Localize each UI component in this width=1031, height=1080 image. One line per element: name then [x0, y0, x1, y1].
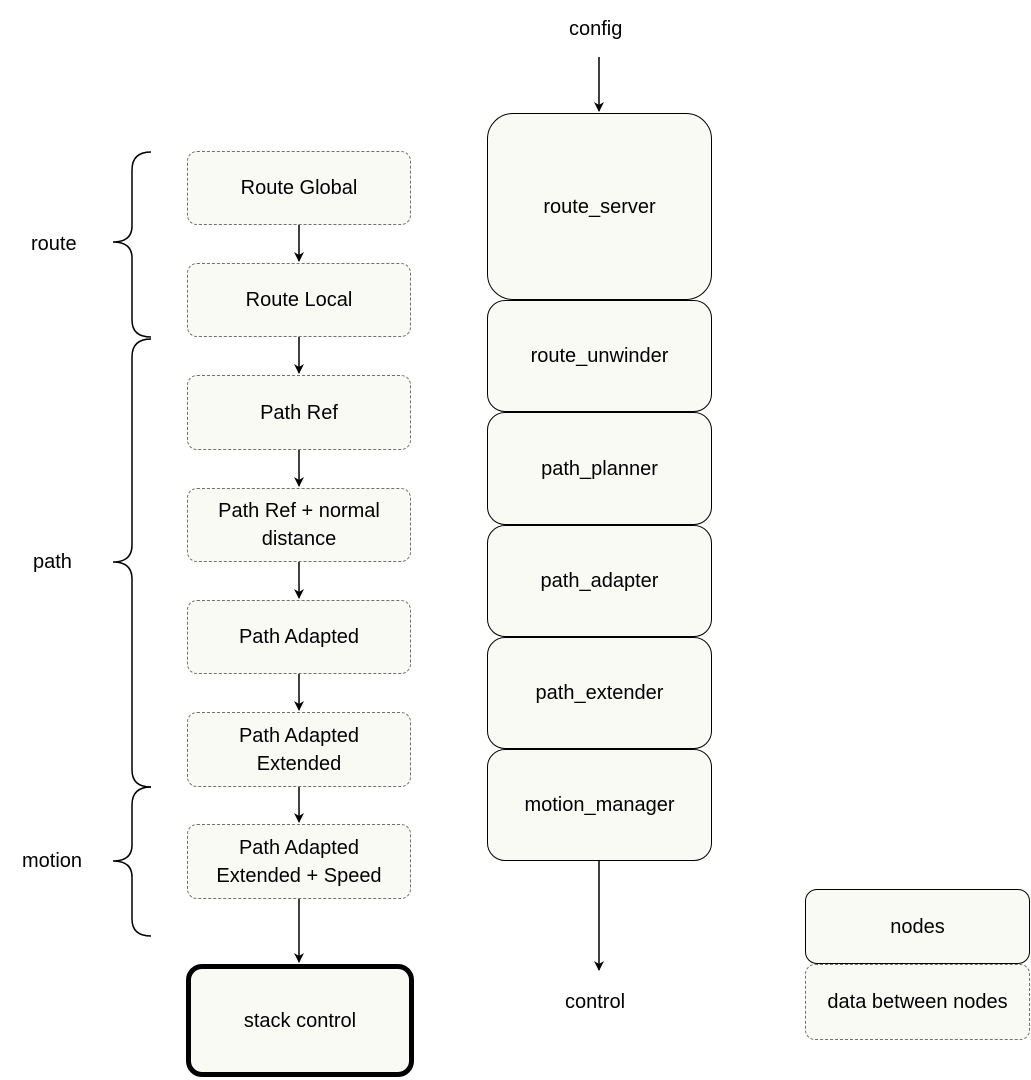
- data-path-adapted-extended-speed: Path Adapted Extended + Speed: [187, 824, 411, 899]
- brace-route: [112, 151, 152, 338]
- node-route-server: route_server: [487, 113, 712, 300]
- group-label-path: path: [33, 551, 72, 573]
- legend-nodes: nodes: [805, 889, 1030, 964]
- brace-motion: [112, 786, 152, 937]
- node-route-unwinder: route_unwinder: [487, 300, 712, 412]
- config-label: config: [569, 18, 623, 40]
- data-path-ref-normal-distance: Path Ref + normal distance: [187, 488, 411, 562]
- group-label-route: route: [31, 233, 77, 255]
- node-path-extender: path_extender: [487, 637, 712, 749]
- data-route-global: Route Global: [187, 151, 411, 225]
- data-path-ref: Path Ref: [187, 375, 411, 450]
- group-label-motion: motion: [22, 850, 83, 872]
- data-path-adapted: Path Adapted: [187, 600, 411, 674]
- legend-data-between-nodes: data between nodes: [805, 964, 1030, 1040]
- data-route-local: Route Local: [187, 263, 411, 337]
- node-motion-manager: motion_manager: [487, 749, 712, 861]
- brace-path: [112, 338, 152, 788]
- node-path-planner: path_planner: [487, 412, 712, 525]
- node-path-adapter: path_adapter: [487, 525, 712, 637]
- control-label: control: [565, 991, 626, 1013]
- stack-control-box: stack control: [186, 964, 414, 1077]
- data-path-adapted-extended: Path Adapted Extended: [187, 712, 411, 787]
